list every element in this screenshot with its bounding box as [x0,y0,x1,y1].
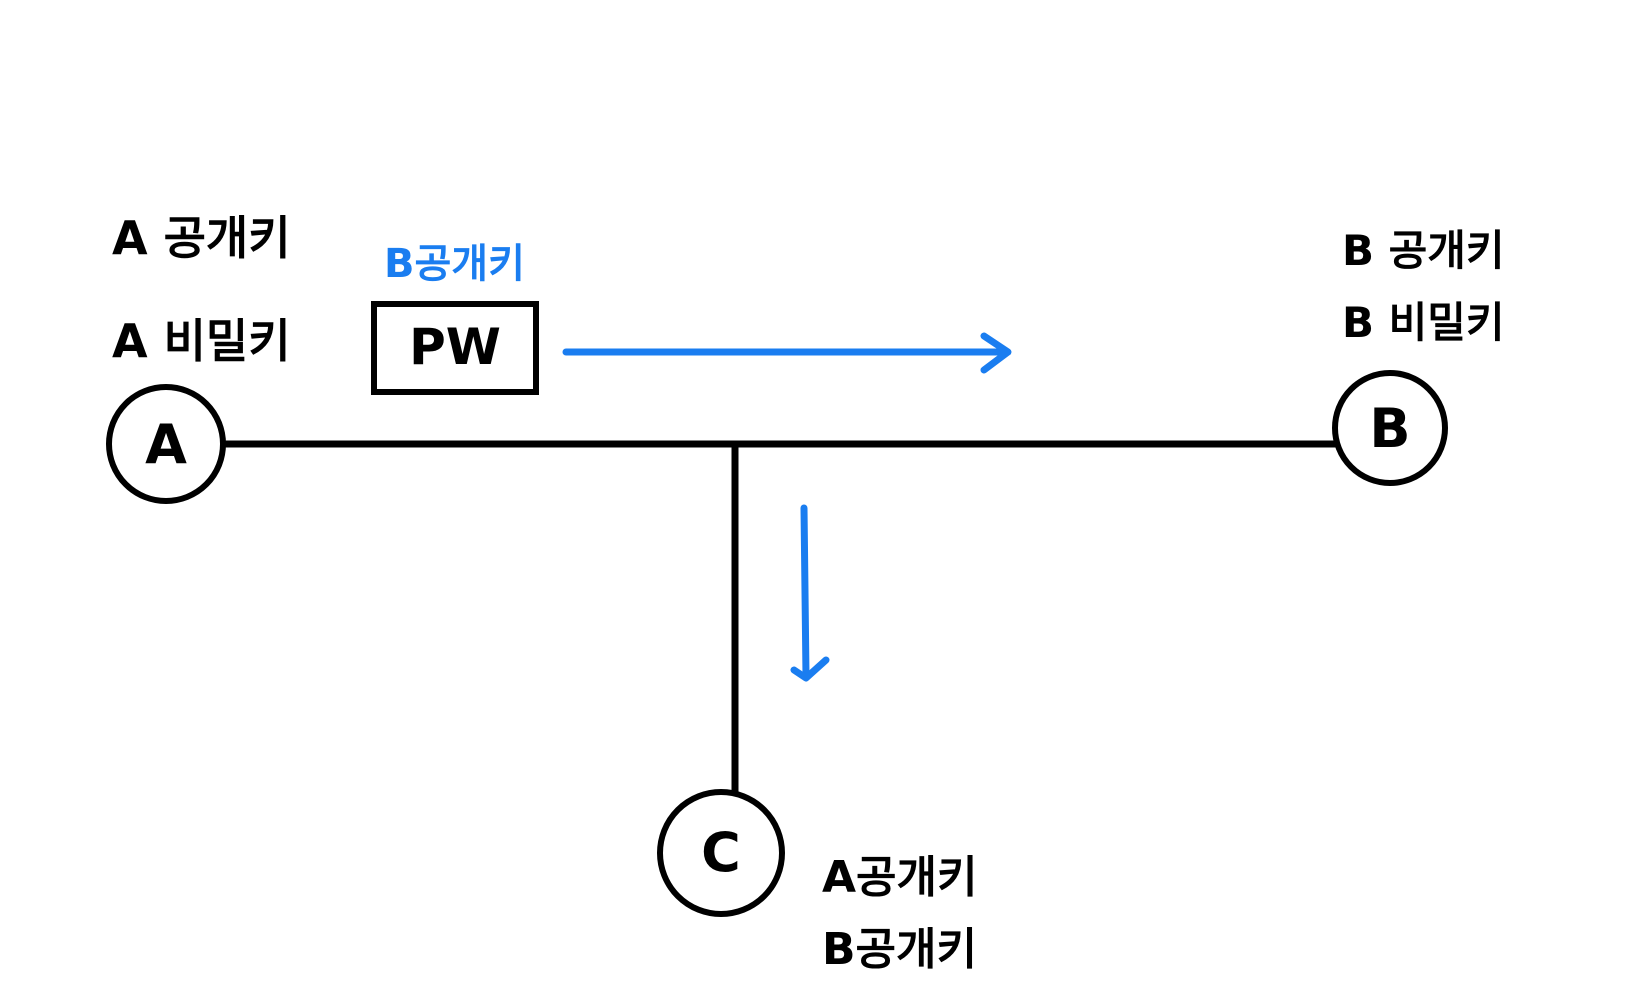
packet-encryption-label: B공개키 [384,241,525,287]
node-a-public-key: A 공개키 [112,211,291,265]
node-b-public-key: B 공개키 [1342,226,1505,275]
packet-content: PW [409,318,501,376]
node-c-key-a: A공개키 [822,852,978,903]
arrow-down-icon [790,504,830,682]
node-b-private-key: B 비밀키 [1342,298,1505,347]
node-a-circle [106,384,226,504]
arrow-right-icon [562,332,1012,374]
node-c-circle [657,789,785,917]
node-b-circle [1332,370,1448,486]
node-a-label: A [145,413,187,476]
packet-box [371,301,539,395]
node-c-label: C [701,821,741,884]
node-b-label: B [1369,397,1411,460]
node-c-key-b: B공개키 [822,924,977,975]
node-a-private-key: A 비밀키 [112,314,291,368]
